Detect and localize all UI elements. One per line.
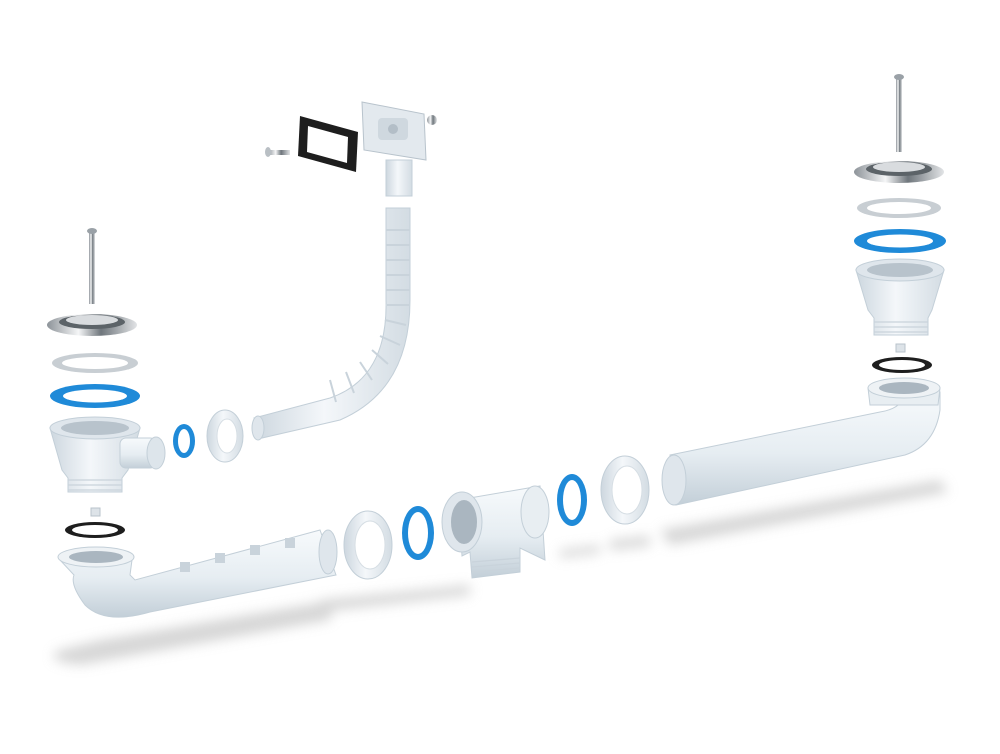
left-grey-washer <box>52 353 138 373</box>
left-side-nut <box>206 409 244 463</box>
overflow-corrugated-hose <box>251 207 411 441</box>
overflow-cover <box>361 101 427 161</box>
right-strainer-body <box>855 258 945 336</box>
right-blue-gasket <box>854 229 946 253</box>
floor-shadows <box>53 480 948 665</box>
left-black-gasket <box>65 522 125 538</box>
right-elbow-pipe <box>661 377 941 506</box>
left-small-nut <box>90 507 101 517</box>
center-blue-ring-right <box>557 474 587 526</box>
right-black-gasket <box>872 357 932 373</box>
overflow-black-frame <box>298 116 358 172</box>
right-strainer-assembly <box>854 74 946 373</box>
left-strainer-cup <box>47 314 137 336</box>
right-strainer-bolt <box>896 78 902 152</box>
left-strainer-bolt <box>89 232 95 304</box>
overflow-neck <box>385 159 413 197</box>
tee-fitting <box>441 485 550 579</box>
overflow-assembly <box>251 101 437 441</box>
right-grey-washer <box>857 198 941 218</box>
center-nut-left <box>343 510 393 580</box>
left-strainer-assembly <box>47 228 166 538</box>
center-nut-right <box>600 455 650 525</box>
left-strainer-body <box>49 416 166 493</box>
overflow-screw-left <box>265 147 290 157</box>
left-blue-gasket <box>50 384 140 408</box>
right-strainer-cup <box>854 161 944 183</box>
right-small-nut <box>895 343 906 353</box>
left-elbow-pipe <box>57 529 338 618</box>
overflow-screw-right <box>427 115 437 125</box>
center-blue-ring-left <box>402 506 434 560</box>
left-side-blue-ring <box>173 424 195 458</box>
